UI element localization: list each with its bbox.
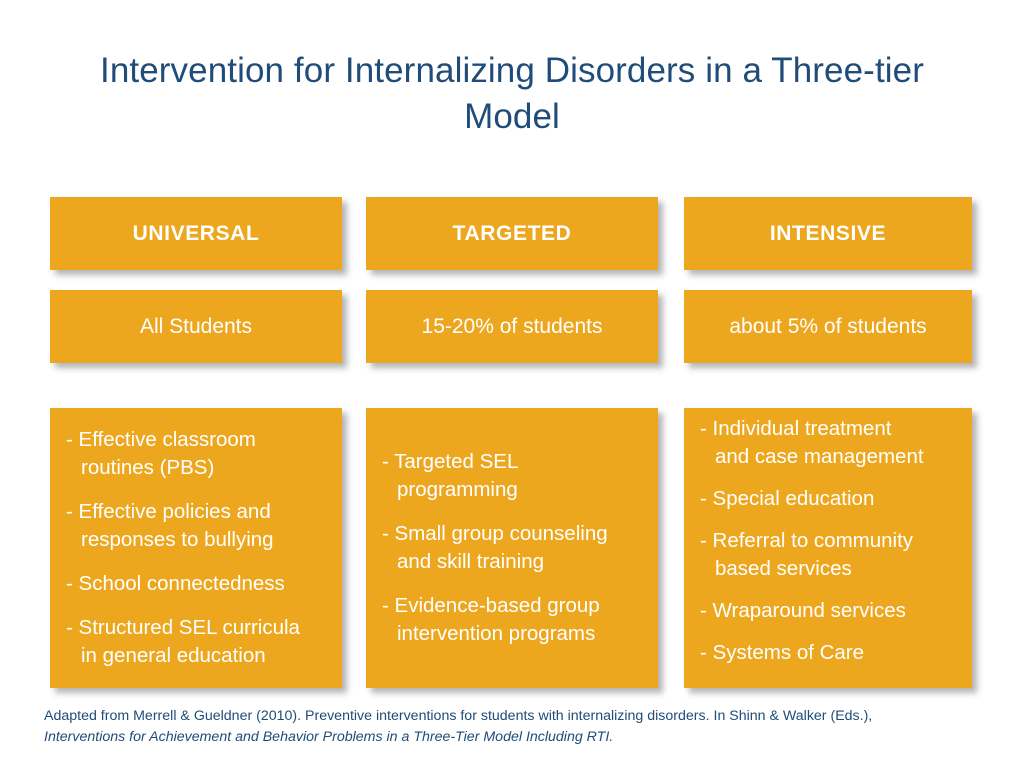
tier-content-intensive[interactable]: - Individual treatment and case manageme… bbox=[684, 408, 972, 688]
tier-population-universal[interactable]: All Students bbox=[50, 290, 342, 363]
list-item: - Wraparound services bbox=[700, 599, 906, 622]
list-item: - Effective policies and responses to bu… bbox=[66, 500, 274, 551]
list-item: - Targeted SEL programming bbox=[382, 450, 519, 501]
tier-population-intensive[interactable]: about 5% of students bbox=[684, 290, 972, 363]
list-item: - School connectedness bbox=[66, 572, 285, 595]
tier-header-label: UNIVERSAL bbox=[132, 221, 260, 245]
tier-population-targeted[interactable]: 15-20% of students bbox=[366, 290, 658, 363]
tier-header-universal[interactable]: UNIVERSAL bbox=[50, 197, 342, 270]
list-item: - Evidence-based group intervention prog… bbox=[382, 594, 600, 645]
tier-header-targeted[interactable]: TARGETED bbox=[366, 197, 658, 270]
bullet-list: - Effective classroom routines (PBS) - E… bbox=[50, 426, 342, 670]
list-item: - Referral to community based services bbox=[700, 529, 914, 580]
list-item: - Effective classroom routines (PBS) bbox=[66, 428, 256, 479]
list-item: - Small group counseling and skill train… bbox=[382, 522, 608, 573]
citation-line-2: Interventions for Achievement and Behavi… bbox=[44, 729, 614, 745]
page-title: Intervention for Internalizing Disorders… bbox=[100, 51, 924, 136]
tier-content-universal[interactable]: - Effective classroom routines (PBS) - E… bbox=[50, 408, 342, 688]
tier-content-targeted[interactable]: - Targeted SEL programming - Small group… bbox=[366, 408, 658, 688]
tier-header-label: INTENSIVE bbox=[769, 221, 887, 245]
tier-header-intensive[interactable]: INTENSIVE bbox=[684, 197, 972, 270]
tier-population-label: All Students bbox=[139, 314, 253, 338]
bullet-list: - Targeted SEL programming - Small group… bbox=[366, 448, 658, 648]
tier-population-label: 15-20% of students bbox=[421, 314, 603, 338]
list-item: - Individual treatment and case manageme… bbox=[700, 417, 924, 468]
bullet-list: - Individual treatment and case manageme… bbox=[684, 415, 972, 681]
list-item: - Systems of Care bbox=[700, 641, 865, 664]
tier-header-label: TARGETED bbox=[452, 221, 572, 245]
tier-population-label: about 5% of students bbox=[729, 314, 927, 338]
source-citation: Adapted from Merrell & Gueldner (2010). … bbox=[44, 706, 994, 748]
list-item: - Structured SEL curricula in general ed… bbox=[66, 616, 300, 667]
citation-line-1: Adapted from Merrell & Gueldner (2010). … bbox=[44, 708, 873, 724]
list-item: - Special education bbox=[700, 487, 875, 510]
